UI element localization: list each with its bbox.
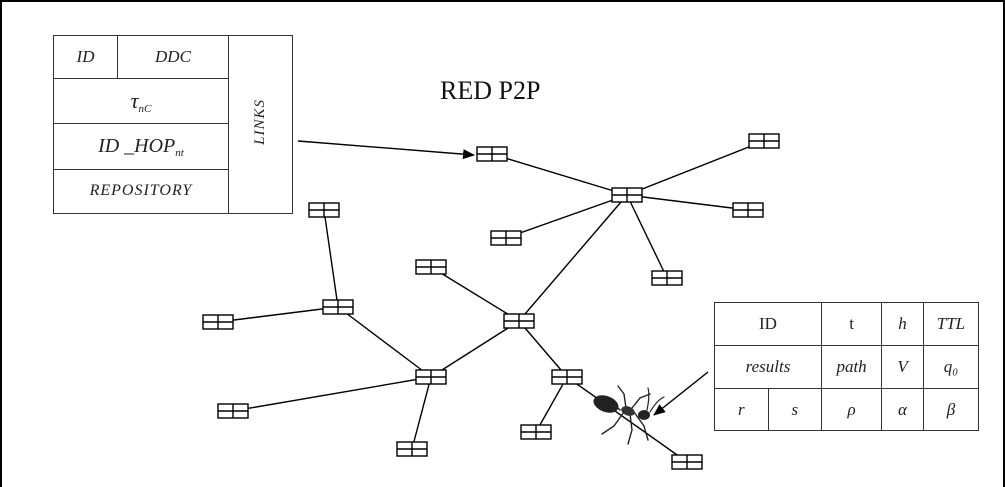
- tau-symbol: τ: [130, 87, 139, 113]
- ant-structure-table: ID t h TTL results path V q₀ r s ρ α β: [714, 302, 980, 431]
- ant-q0-cell: q₀: [922, 345, 980, 389]
- network-node: [415, 369, 447, 385]
- network-node: [611, 187, 643, 203]
- network-node: [503, 313, 535, 329]
- network-node: [322, 299, 354, 315]
- network-node: [308, 202, 340, 218]
- ant-s-cell: s: [767, 388, 822, 431]
- node-id-hop-cell: ID _HOPnt: [53, 123, 229, 170]
- ant-beta-cell: β: [922, 388, 980, 431]
- network-node: [732, 202, 764, 218]
- edge: [626, 194, 668, 279]
- id-hop-subscript: nt: [175, 146, 184, 159]
- network-edges: [217, 140, 765, 463]
- network-node: [651, 270, 683, 286]
- edge: [430, 266, 520, 322]
- ant-id-cell: ID: [714, 302, 822, 346]
- ant-h-cell: h: [881, 302, 924, 346]
- node-tau-cell: τnC: [53, 78, 229, 125]
- edge: [337, 306, 432, 378]
- network-nodes: [202, 133, 780, 470]
- network-node: [520, 424, 552, 440]
- edge: [491, 153, 628, 196]
- network-node: [202, 314, 234, 330]
- edge: [566, 376, 688, 463]
- diagram-title: RED P2P: [440, 76, 541, 105]
- ant-r-cell: r: [714, 388, 769, 431]
- edge: [535, 376, 568, 433]
- id-hop-label: ID _HOP: [98, 134, 176, 157]
- edge: [626, 140, 765, 196]
- ant-path-cell: path: [820, 345, 883, 389]
- links-label: LINKS: [251, 99, 268, 145]
- links-arrow: [297, 140, 475, 160]
- network-node: [748, 133, 780, 149]
- network-node: [396, 441, 428, 457]
- ant-t-cell: t: [820, 302, 883, 346]
- edge: [232, 376, 432, 412]
- ant-icon: [593, 385, 665, 445]
- edge: [626, 194, 749, 211]
- network-node: [551, 369, 583, 385]
- ant-alpha-cell: α: [881, 388, 924, 431]
- tau-subscript: nC: [138, 102, 152, 115]
- edge: [518, 194, 628, 322]
- ant-v-cell: V: [881, 345, 924, 389]
- ant-arrow: [653, 371, 709, 416]
- node-structure-table: ID DDC LINKS τnC ID _HOPnt REPOSITORY: [52, 34, 294, 215]
- node-repository-cell: REPOSITORY: [53, 168, 229, 215]
- network-node: [476, 146, 508, 162]
- network-node: [671, 454, 703, 470]
- ant-ttl-cell: TTL: [922, 302, 980, 346]
- network-node: [217, 403, 249, 419]
- ant-results-cell: results: [714, 345, 822, 389]
- edge: [323, 209, 339, 308]
- edge: [505, 194, 628, 239]
- node-id-cell: ID: [52, 34, 119, 80]
- edge: [430, 320, 520, 378]
- node-ddc-cell: DDC: [117, 34, 229, 80]
- node-links-cell: LINKS: [227, 35, 294, 214]
- network-node: [415, 259, 447, 275]
- edge: [217, 306, 339, 323]
- ant-rho-cell: ρ: [820, 388, 883, 431]
- network-node: [490, 230, 522, 246]
- edge: [411, 376, 432, 450]
- edge: [518, 320, 568, 378]
